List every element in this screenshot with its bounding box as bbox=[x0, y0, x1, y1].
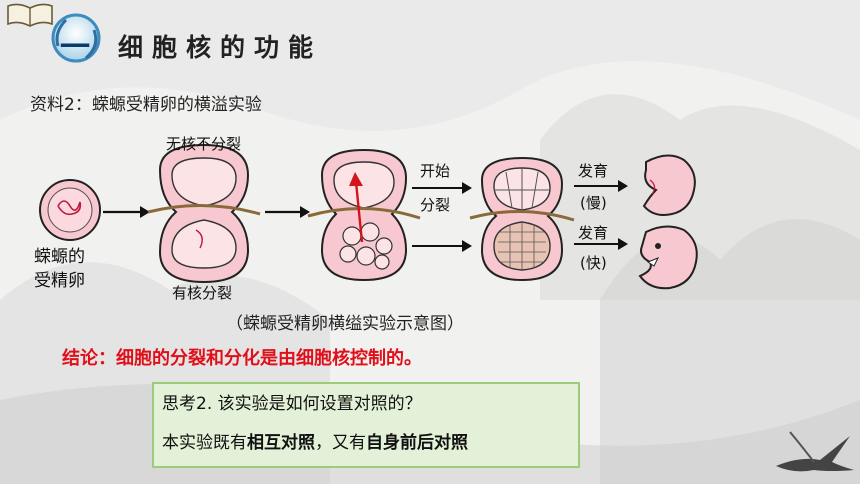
nucleus-migration-egg bbox=[307, 148, 421, 282]
answer-mutual-control: 相互对照 bbox=[247, 433, 315, 453]
conclusion-text: 结论：细胞的分裂和分化是由细胞核控制的。 bbox=[62, 348, 422, 369]
arrow-develop-fast bbox=[574, 238, 628, 250]
arrow-1 bbox=[103, 206, 150, 218]
arrow-2 bbox=[265, 206, 310, 218]
label-start-line2: 分裂 bbox=[420, 196, 451, 214]
crane-icon bbox=[776, 431, 854, 472]
arrow-lower bbox=[412, 240, 472, 252]
embryo-fast bbox=[638, 225, 698, 290]
answer-prefix: 本实验既有 bbox=[162, 433, 247, 453]
label-develop-slow-2: (慢) bbox=[580, 194, 607, 212]
label-egg-line2: 受精卵 bbox=[34, 271, 85, 291]
label-egg-line1: 蝾螈的 bbox=[34, 247, 85, 267]
answer-self-control: 自身前后对照 bbox=[366, 433, 468, 453]
think-box bbox=[152, 382, 580, 468]
constricted-egg bbox=[147, 143, 261, 284]
label-develop-fast-1: 发育 bbox=[578, 224, 609, 242]
label-develop-slow-1: 发育 bbox=[578, 162, 609, 180]
diagram-caption: （蝾螈受精卵横缢实验示意图） bbox=[226, 314, 464, 334]
experiment-diagram bbox=[39, 143, 698, 290]
label-no-nucleus: 无核不分裂 bbox=[166, 135, 242, 153]
think-answer: 本实验既有相互对照，又有自身前后对照 bbox=[162, 428, 468, 453]
label-with-nucleus: 有核分裂 bbox=[172, 284, 233, 302]
arrow-develop-slow bbox=[574, 180, 628, 192]
label-start-line1: 开始 bbox=[420, 162, 451, 180]
fertilized-egg bbox=[39, 179, 101, 241]
arrow-start-division bbox=[412, 182, 472, 194]
section-badge-icon bbox=[51, 13, 101, 63]
section-title: 细胞核的功能 bbox=[118, 33, 323, 62]
label-develop-fast-2: (快) bbox=[580, 254, 607, 272]
divided-egg bbox=[469, 156, 575, 282]
material-heading: 资料2：蝾螈受精卵的横溢实验 bbox=[30, 95, 262, 115]
think-question: 思考2. 该实验是如何设置对照的？ bbox=[162, 394, 422, 414]
book-icon bbox=[7, 3, 53, 27]
answer-mid: ，又有 bbox=[315, 433, 366, 453]
embryo-slow bbox=[642, 154, 696, 216]
section-number: 一 bbox=[60, 30, 90, 65]
